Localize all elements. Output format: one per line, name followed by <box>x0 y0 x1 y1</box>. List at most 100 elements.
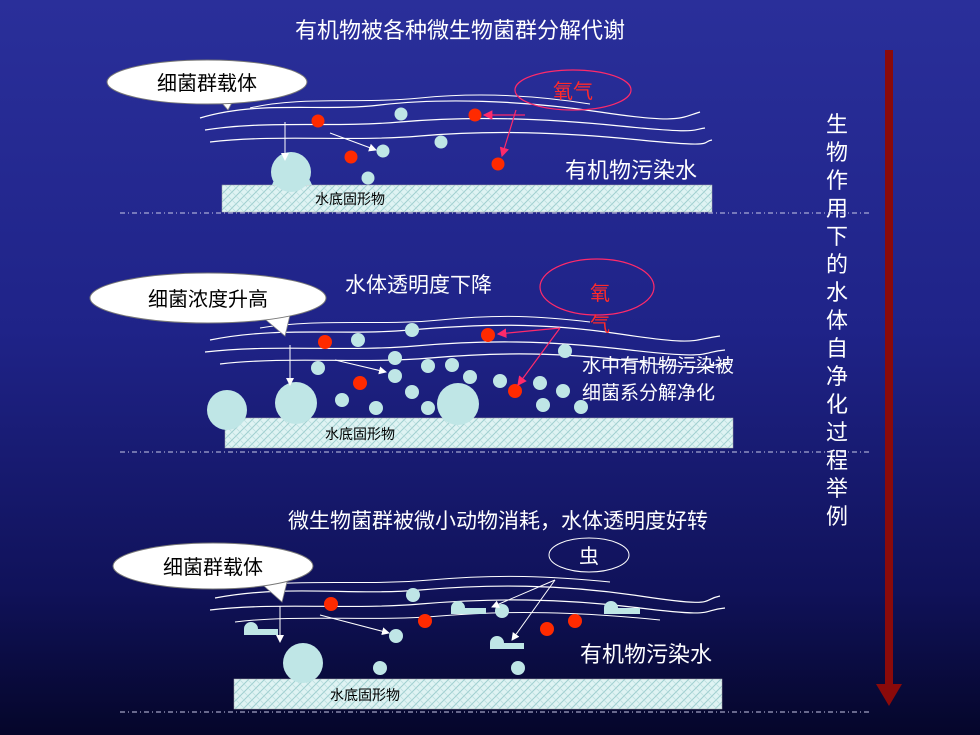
bacteria-cell <box>463 370 477 384</box>
water-line <box>209 131 713 145</box>
bacteria-cell <box>421 359 435 373</box>
insect-label: 虫 <box>579 544 599 568</box>
insect-arrow <box>491 579 556 608</box>
water-line <box>209 599 726 614</box>
purification-caption: 水中有机物污染被 <box>582 355 734 377</box>
speech-bubble-tail <box>259 314 291 337</box>
bacteria-cell <box>388 351 402 365</box>
carrier-particle <box>271 152 311 192</box>
bacteria-cell <box>373 661 387 675</box>
substrate-bar <box>221 184 713 213</box>
water-line <box>204 341 726 356</box>
vertical-caption-char: 作 <box>826 169 848 194</box>
water-line <box>249 94 591 109</box>
water-line <box>229 575 611 589</box>
substrate-label: 水底固形物 <box>330 688 400 704</box>
insect-label-ring <box>548 537 630 573</box>
bacteria-cell <box>405 323 419 337</box>
oxygen-molecule <box>491 157 505 171</box>
diagram-title: 有机物被各种微生物菌群分解代谢 <box>295 19 625 44</box>
substrate-bar <box>233 678 723 710</box>
substrate-bar <box>224 417 734 449</box>
oxygen-molecule <box>508 384 522 398</box>
bacteria-cell <box>558 344 572 358</box>
bacteria-cell <box>351 333 365 347</box>
panel-heading: 水体透明度下降 <box>345 273 492 297</box>
vertical-caption-char: 自 <box>826 337 848 362</box>
flow-arrow <box>329 132 377 152</box>
water-line <box>204 117 706 132</box>
oxygen-label: 气 <box>590 312 610 336</box>
oxygen-molecule <box>344 150 358 164</box>
oxygen-molecule <box>481 328 495 342</box>
vertical-caption-char: 化 <box>826 393 848 418</box>
micro-animal <box>604 601 640 614</box>
carrier-particle <box>437 383 479 425</box>
oxygen-label-ring <box>539 258 655 316</box>
micro-animal <box>244 622 278 635</box>
oxygen-molecule <box>318 335 332 349</box>
vertical-caption-char: 生 <box>826 113 848 138</box>
oxygen-molecule <box>311 114 325 128</box>
bacteria-cell <box>421 401 435 415</box>
bacteria-cell <box>394 107 408 121</box>
vertical-caption-char: 水 <box>826 281 848 306</box>
water-line <box>234 612 661 623</box>
oxygen-label-ring <box>514 69 632 111</box>
vertical-caption-char: 物 <box>826 141 848 166</box>
bubble-label: 细菌群载体 <box>157 71 257 95</box>
bacteria-cell <box>389 629 403 643</box>
bubble-label: 细菌浓度升高 <box>148 287 268 311</box>
oxygen-molecule <box>540 622 554 636</box>
bacteria-cell <box>574 400 588 414</box>
bacteria-cell <box>445 358 459 372</box>
polluted-water-label: 有机物污染水 <box>565 159 697 184</box>
bacteria-cell <box>405 385 419 399</box>
panel-3: 微生物菌群被微小动物消耗，水体透明度好转 水底固形物 <box>112 509 726 710</box>
bacteria-cell <box>335 393 349 407</box>
oxygen-molecule <box>468 108 482 122</box>
oxygen-molecule <box>353 376 367 390</box>
flow-arrow <box>334 359 387 375</box>
bubble-label: 细菌群载体 <box>163 555 263 579</box>
bacteria-cell <box>369 401 383 415</box>
vertical-caption-char: 净 <box>826 365 848 390</box>
vertical-caption-char: 用 <box>826 197 848 222</box>
oxygen-molecule <box>418 614 432 628</box>
water-line <box>259 315 591 329</box>
bacteria-cell <box>495 604 509 618</box>
bacteria-cell <box>536 398 550 412</box>
vertical-caption-char: 程 <box>826 449 848 474</box>
bacteria-cell <box>406 588 420 602</box>
water-line <box>199 100 701 120</box>
carrier-particle <box>283 643 323 683</box>
vertical-caption-char: 的 <box>826 253 848 278</box>
bacteria-cell <box>556 384 570 398</box>
vertical-caption: 生 物 作 用 下 的 水 体 自 净 化 过 程 举 例 <box>826 113 848 530</box>
oxygen-arrow <box>496 327 561 338</box>
bacteria-cell <box>311 361 325 375</box>
bacteria-cell <box>434 135 448 149</box>
vertical-caption-char: 举 <box>826 477 848 502</box>
bacteria-cell <box>511 661 525 675</box>
bacteria-cell <box>533 376 547 390</box>
speech-bubble <box>89 272 327 324</box>
substrate-label: 水底固形物 <box>325 427 395 443</box>
vertical-caption-char: 例 <box>826 505 848 530</box>
bacteria-cell <box>493 374 507 388</box>
insect-arrow <box>511 579 556 641</box>
polluted-water-label: 有机物污染水 <box>580 643 712 668</box>
micro-animal <box>451 601 486 614</box>
panel-2: 水体透明度下降 水底固形物 <box>89 258 734 449</box>
vertical-caption-char: 过 <box>826 421 848 446</box>
oxygen-label: 氧 <box>590 281 610 305</box>
oxygen-arrow <box>517 327 561 386</box>
panel-heading: 微生物菌群被微小动物消耗，水体透明度好转 <box>288 509 708 533</box>
water-line <box>209 324 721 342</box>
carrier-particle <box>275 382 317 424</box>
bacteria-cell <box>388 369 402 383</box>
oxygen-arrow <box>499 109 517 158</box>
vertical-caption-char: 下 <box>826 225 848 250</box>
oxygen-molecule <box>324 597 338 611</box>
